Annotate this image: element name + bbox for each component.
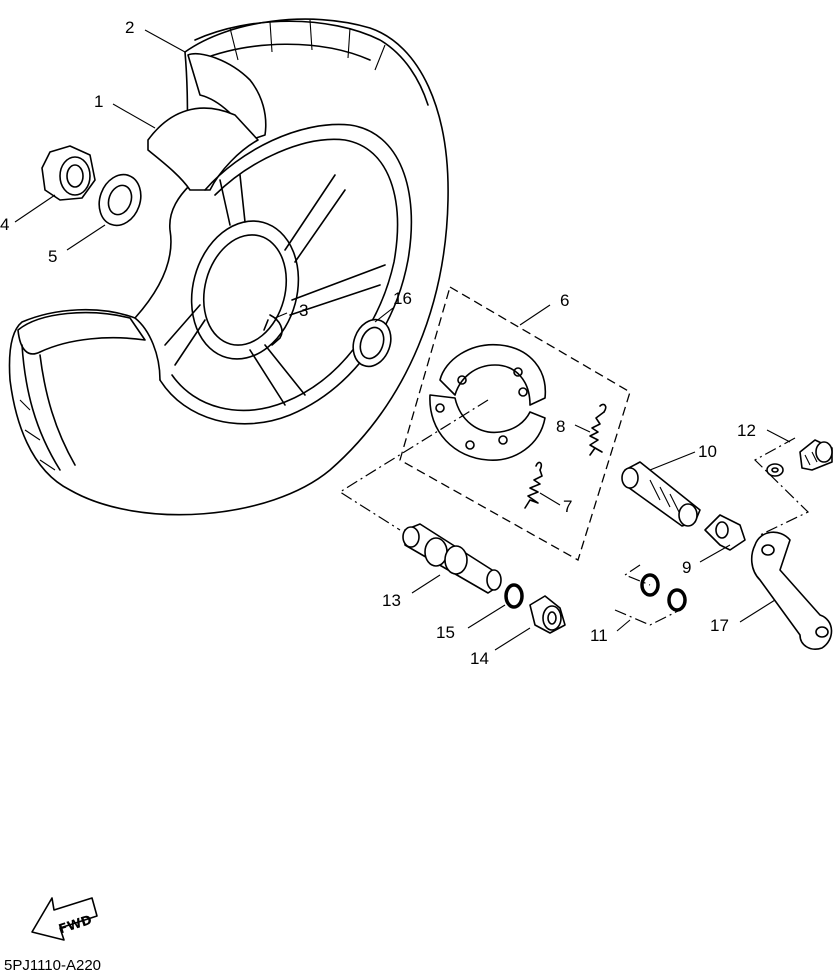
callout-10: 10	[698, 442, 717, 461]
wear-indicator-part	[704, 514, 746, 551]
forward-arrow-icon: FWD	[31, 897, 98, 941]
callout-13: 13	[382, 591, 401, 610]
callout-6: 6	[560, 291, 569, 310]
callout-3: 3	[299, 301, 308, 320]
callout-17: 17	[710, 616, 729, 635]
callout-2: 2	[125, 18, 134, 37]
brake-shoe-kit-group	[399, 286, 631, 561]
callout-labels: 1 2 3 4 5 6 7 8 9 10 11 12 13 14 15 16 1…	[0, 18, 756, 668]
brake-arm-part	[750, 531, 833, 650]
bolt-part-12	[766, 439, 833, 477]
seal-part-16	[352, 318, 392, 368]
callout-11: 11	[590, 626, 608, 645]
collar-part-14	[529, 595, 566, 634]
washer-part-5	[98, 173, 142, 227]
o-ring-part-15	[504, 583, 524, 609]
callout-5: 5	[48, 247, 57, 266]
callout-1: 1	[94, 92, 103, 111]
wheel-tire-assembly	[8, 18, 449, 516]
diagram-code: 5PJ1110-A220	[4, 957, 101, 974]
axle-part	[402, 523, 502, 594]
callout-16: 16	[393, 289, 412, 308]
callout-12: 12	[737, 421, 756, 440]
callout-15: 15	[436, 623, 455, 642]
callout-14: 14	[470, 649, 489, 668]
o-rings-part-11	[640, 573, 687, 612]
callout-9: 9	[682, 558, 691, 577]
callout-7: 7	[563, 497, 572, 516]
camshaft-part	[621, 461, 701, 527]
leader-lines	[14, 29, 791, 651]
callout-8: 8	[556, 417, 565, 436]
axle-nut-part	[41, 145, 96, 201]
callout-4: 4	[0, 215, 9, 234]
assembly-lines	[338, 399, 810, 626]
